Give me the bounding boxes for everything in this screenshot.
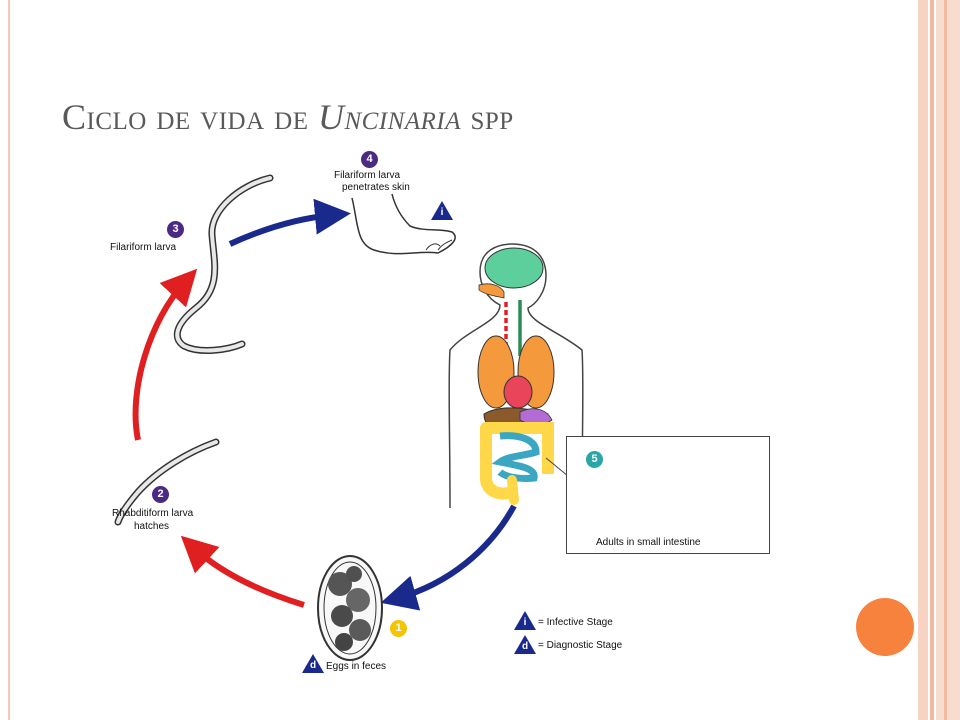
title-suffix: spp <box>460 97 514 137</box>
left-frame-line <box>8 0 10 720</box>
stage-3-badge: 3 <box>167 221 184 238</box>
stage-3-label: Filariform larva <box>110 242 177 253</box>
stage-5-label: Adults in small intestine <box>596 537 701 548</box>
foot-drawing <box>351 193 456 255</box>
stage-2-label-line1: Rhabditiform larva <box>112 508 194 519</box>
stage-1-diagnostic-icon: d <box>302 654 324 673</box>
adults-inset-box <box>566 436 770 554</box>
decor-orange-circle <box>856 598 914 656</box>
stage-4-badge: 4 <box>361 151 378 168</box>
slide-title: Ciclo de vida de Uncinaria spp <box>62 96 514 138</box>
decor-stripe-2 <box>930 0 934 720</box>
human-host-drawing <box>448 243 584 509</box>
title-italic: Uncinaria <box>317 97 461 137</box>
egg-drawing <box>317 555 383 661</box>
rhabditiform-larva-drawing <box>114 438 220 526</box>
decor-stripe-4 <box>944 0 947 720</box>
decor-stripe-1 <box>918 0 928 720</box>
stage-2-label-line2: hatches <box>134 521 170 532</box>
decor-stripe-3 <box>936 0 960 720</box>
stage-4-label-line1: Filariform larva <box>334 170 401 181</box>
title-prefix: Ciclo de vida de <box>62 97 318 137</box>
stage-1-label: Eggs in feces <box>326 661 387 672</box>
inset-connector <box>545 457 569 477</box>
arrow-rhabditiform-to-filariform <box>132 268 198 441</box>
arrow-eggs-to-rhabditiform <box>180 535 305 608</box>
legend-infective-label: = Infective Stage <box>538 617 613 628</box>
legend-diagnostic-label: = Diagnostic Stage <box>538 640 623 651</box>
stage-1-badge: 1 <box>390 620 407 637</box>
filariform-larva-drawing <box>173 174 274 354</box>
arrow-host-to-eggs <box>380 504 517 611</box>
stage-4-label-line2: penetrates skin <box>342 182 410 193</box>
stage-2-badge: 2 <box>152 486 169 503</box>
stage-5-badge: 5 <box>586 451 603 468</box>
legend-infective-icon: i <box>514 611 536 630</box>
stage-4-infective-icon: i <box>431 201 453 220</box>
arrow-filariform-to-skin <box>228 198 351 247</box>
legend-diagnostic-icon: d <box>514 635 536 654</box>
